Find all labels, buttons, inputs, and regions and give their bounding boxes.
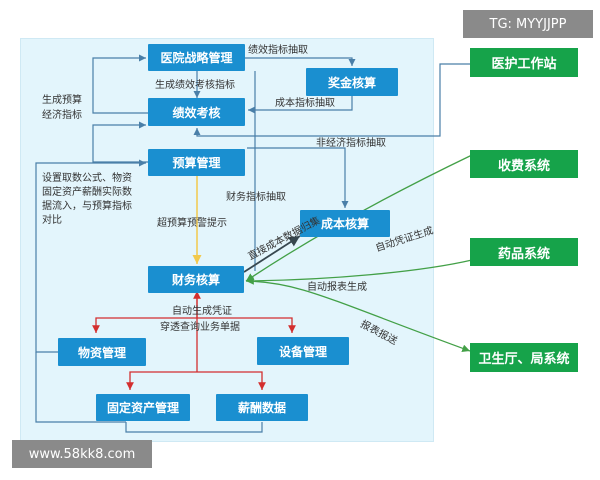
external-pharmacy: 药品系统 xyxy=(470,238,578,266)
label-formula: 设置取数公式、物资固定资产薪酬实际数据流入，与预算指标对比 xyxy=(42,173,132,226)
node-cost: 成本核算 xyxy=(300,210,390,237)
node-equipment: 设备管理 xyxy=(257,337,349,365)
node-strategy: 医院战略管理 xyxy=(148,44,245,71)
node-budget: 预算管理 xyxy=(148,149,245,176)
label-over-budget: 超预算预警提示 xyxy=(157,218,227,229)
label-gen-perf-indicator: 生成绩效考核指标 xyxy=(155,80,235,91)
node-fixed-assets: 固定资产管理 xyxy=(96,394,190,421)
label-econ-indicator: 经济指标 xyxy=(42,110,82,121)
watermark-bottom: www.58kk8.com xyxy=(12,440,152,468)
external-health-bureau: 卫生厅、局系统 xyxy=(470,343,578,372)
label-perf-extract: 绩效指标抽取 xyxy=(248,45,308,56)
label-auto-voucher-2: 自动生成凭证 xyxy=(172,306,232,317)
label-gen-budget: 生成预算 xyxy=(42,95,82,106)
label-drill-query: 穿透查询业务单据 xyxy=(160,322,240,333)
label-nonecon-extract: 非经济指标抽取 xyxy=(316,138,386,149)
node-performance: 绩效考核 xyxy=(148,98,245,126)
label-auto-report: 自动报表生成 xyxy=(307,282,367,293)
label-cost-extract: 成本指标抽取 xyxy=(275,98,335,109)
label-fin-extract: 财务指标抽取 xyxy=(226,192,286,203)
node-finance: 财务核算 xyxy=(148,266,244,293)
external-workstation: 医护工作站 xyxy=(470,48,578,77)
watermark-top: TG: MYYJJPP xyxy=(463,10,593,38)
external-charging: 收费系统 xyxy=(470,150,578,178)
node-salary: 薪酬数据 xyxy=(216,394,308,421)
node-materials: 物资管理 xyxy=(58,338,146,366)
node-bonus: 奖金核算 xyxy=(306,68,398,96)
